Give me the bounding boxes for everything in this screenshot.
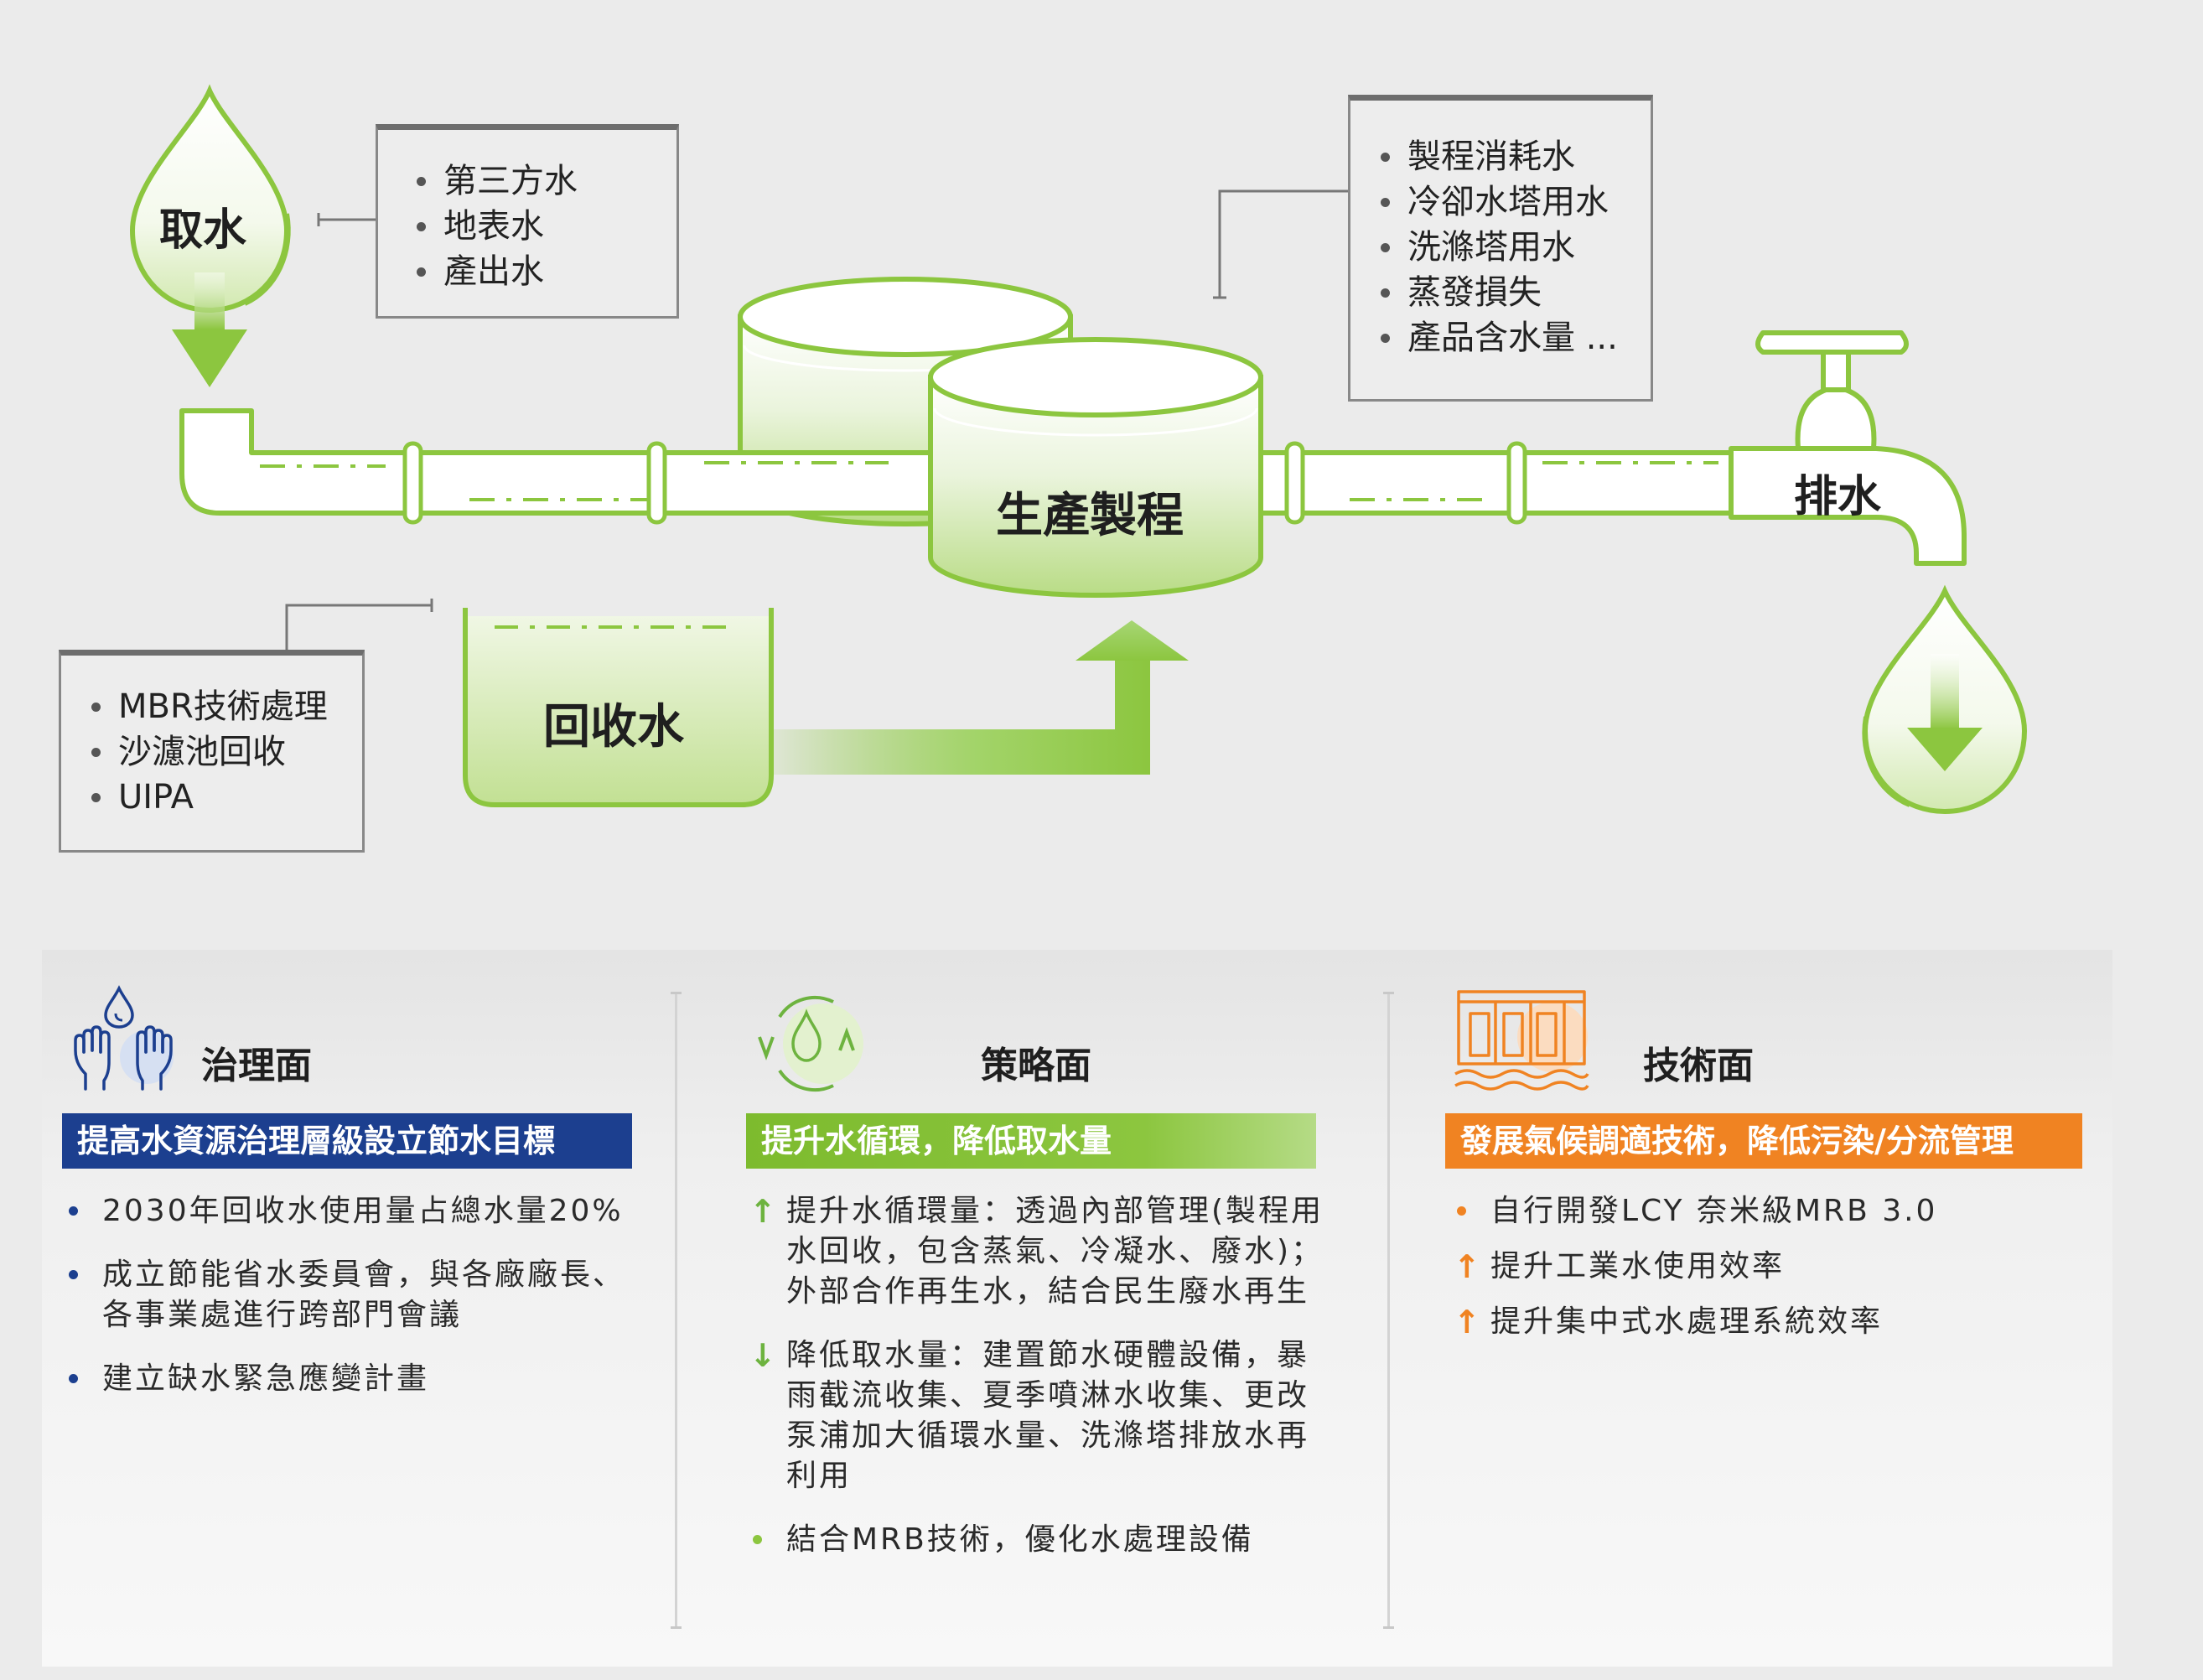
recycle-methods-callout: MBR技術處理 沙濾池回收 UIPA bbox=[59, 650, 365, 853]
list-item: 產品含水量 ... bbox=[1372, 315, 1651, 360]
strategy-banner: 提升水循環，降低取水量 bbox=[746, 1113, 1316, 1169]
bullet-dot bbox=[1457, 1206, 1466, 1216]
hands-water-icon bbox=[74, 985, 174, 1091]
process-label: 生產製程 bbox=[996, 489, 1184, 543]
bullet-dot bbox=[69, 1270, 78, 1279]
list-item: 自行開發LCY 奈米級MRB 3.0 bbox=[1450, 1191, 2087, 1231]
strategy-panel: 治理面 提高水資源治理層級設立節水目標 2030年回收水使用量占總水量20% 成… bbox=[42, 950, 2112, 1667]
technology-title: 技術面 bbox=[1643, 1045, 1754, 1087]
governance-banner: 提高水資源治理層級設立節水目標 bbox=[62, 1113, 632, 1169]
bullet-dot bbox=[69, 1374, 78, 1383]
intake-label: 取水 bbox=[159, 205, 247, 256]
intake-drop-icon bbox=[129, 84, 291, 387]
process-uses-list: 製程消耗水 冷卻水塔用水 洗滌塔用水 蒸發損失 產品含水量 ... bbox=[1350, 101, 1651, 360]
list-item: 產出水 bbox=[408, 249, 676, 294]
bullet-dot bbox=[69, 1206, 78, 1216]
diagram-graphics bbox=[129, 84, 2028, 815]
list-item-text: 結合MRB技術，優化水處理設備 bbox=[786, 1522, 1254, 1557]
dam-icon bbox=[1454, 990, 1589, 1091]
list-item: 製程消耗水 bbox=[1372, 134, 1651, 179]
list-item: ↑提升集中式水處理系統效率 bbox=[1450, 1302, 2087, 1342]
list-item: ↓降低取水量：建置節水硬體設備，暴雨截流收集、夏季噴淋水收集、更改泵浦加大循環水… bbox=[746, 1335, 1333, 1496]
water-flow-diagram: 取水 生產製程 排水 回收水 第三方水 地表水 產出水 製程消耗水 冷卻水塔用水… bbox=[59, 84, 2028, 853]
column-divider bbox=[1383, 992, 1394, 1629]
arrow-down-icon: ↓ bbox=[749, 1337, 779, 1374]
list-item-text: 提升水循環量：透過內部管理(製程用水回收，包含蒸氣、冷凝水、廢水)；外部合作再生… bbox=[786, 1194, 1324, 1309]
discharge-drop-icon bbox=[1862, 584, 2028, 815]
arrow-up-icon: ↑ bbox=[1454, 1248, 1483, 1285]
discharge-label: 排水 bbox=[1794, 472, 1882, 522]
list-item-text: 提升工業水使用效率 bbox=[1490, 1249, 1786, 1283]
technology-banner: 發展氣候調適技術，降低污染/分流管理 bbox=[1445, 1113, 2082, 1169]
list-item: UIPA bbox=[83, 775, 362, 820]
governance-title: 治理面 bbox=[201, 1045, 312, 1087]
list-item-text: 提升集中式水處理系統效率 bbox=[1490, 1304, 1884, 1339]
bullet-dot bbox=[753, 1535, 762, 1544]
intake-sources-list: 第三方水 地表水 產出水 bbox=[378, 130, 676, 294]
list-item: 第三方水 bbox=[408, 158, 676, 204]
process-uses-callout: 製程消耗水 冷卻水塔用水 洗滌塔用水 蒸發損失 產品含水量 ... bbox=[1348, 95, 1653, 402]
arrow-up-icon: ↑ bbox=[749, 1193, 779, 1230]
list-item: 建立缺水緊急應變計畫 bbox=[62, 1359, 649, 1399]
governance-list: 2030年回收水使用量占總水量20% 成立節能省水委員會，與各廠廠長、各事業處進… bbox=[62, 1191, 649, 1423]
column-divider bbox=[671, 992, 682, 1629]
recycle-label: 回收水 bbox=[543, 700, 684, 754]
list-item: 冷卻水塔用水 bbox=[1372, 179, 1651, 225]
list-item: 結合MRB技術，優化水處理設備 bbox=[746, 1520, 1333, 1560]
list-item-text: 自行開發LCY 奈米級MRB 3.0 bbox=[1490, 1194, 1938, 1228]
list-item-text: 2030年回收水使用量占總水量20% bbox=[102, 1194, 624, 1228]
list-item: 2030年回收水使用量占總水量20% bbox=[62, 1191, 649, 1231]
list-item: 地表水 bbox=[408, 204, 676, 249]
list-item: MBR技術處理 bbox=[83, 684, 362, 729]
list-item: ↑提升工業水使用效率 bbox=[1450, 1247, 2087, 1287]
faucet-icon bbox=[1729, 330, 1967, 566]
strategy-list: ↑提升水循環量：透過內部管理(製程用水回收，包含蒸氣、冷凝水、廢水)；外部合作再… bbox=[746, 1191, 1333, 1584]
technology-list: 自行開發LCY 奈米級MRB 3.0 ↑提升工業水使用效率 ↑提升集中式水處理系… bbox=[1450, 1191, 2087, 1357]
list-item: 蒸發損失 bbox=[1372, 270, 1651, 315]
list-item-text: 成立節能省水委員會，與各廠廠長、各事業處進行跨部門會議 bbox=[102, 1257, 626, 1332]
process-tank-front bbox=[928, 337, 1263, 598]
list-item: ↑提升水循環量：透過內部管理(製程用水回收，包含蒸氣、冷凝水、廢水)；外部合作再… bbox=[746, 1191, 1333, 1312]
recycle-flow-arrow bbox=[754, 620, 1189, 775]
recycle-basin bbox=[463, 608, 774, 807]
arrow-up-icon: ↑ bbox=[1454, 1304, 1483, 1340]
list-item: 成立節能省水委員會，與各廠廠長、各事業處進行跨部門會議 bbox=[62, 1255, 649, 1335]
list-item: 洗滌塔用水 bbox=[1372, 225, 1651, 270]
water-cycle-icon bbox=[758, 995, 863, 1092]
intake-sources-callout: 第三方水 地表水 產出水 bbox=[376, 124, 679, 319]
list-item: 沙濾池回收 bbox=[83, 729, 362, 775]
list-item-text: 降低取水量：建置節水硬體設備，暴雨截流收集、夏季噴淋水收集、更改泵浦加大循環水量… bbox=[786, 1338, 1310, 1493]
list-item-text: 建立缺水緊急應變計畫 bbox=[102, 1361, 430, 1396]
strategy-title: 策略面 bbox=[981, 1045, 1091, 1087]
recycle-methods-list: MBR技術處理 沙濾池回收 UIPA bbox=[61, 656, 362, 820]
